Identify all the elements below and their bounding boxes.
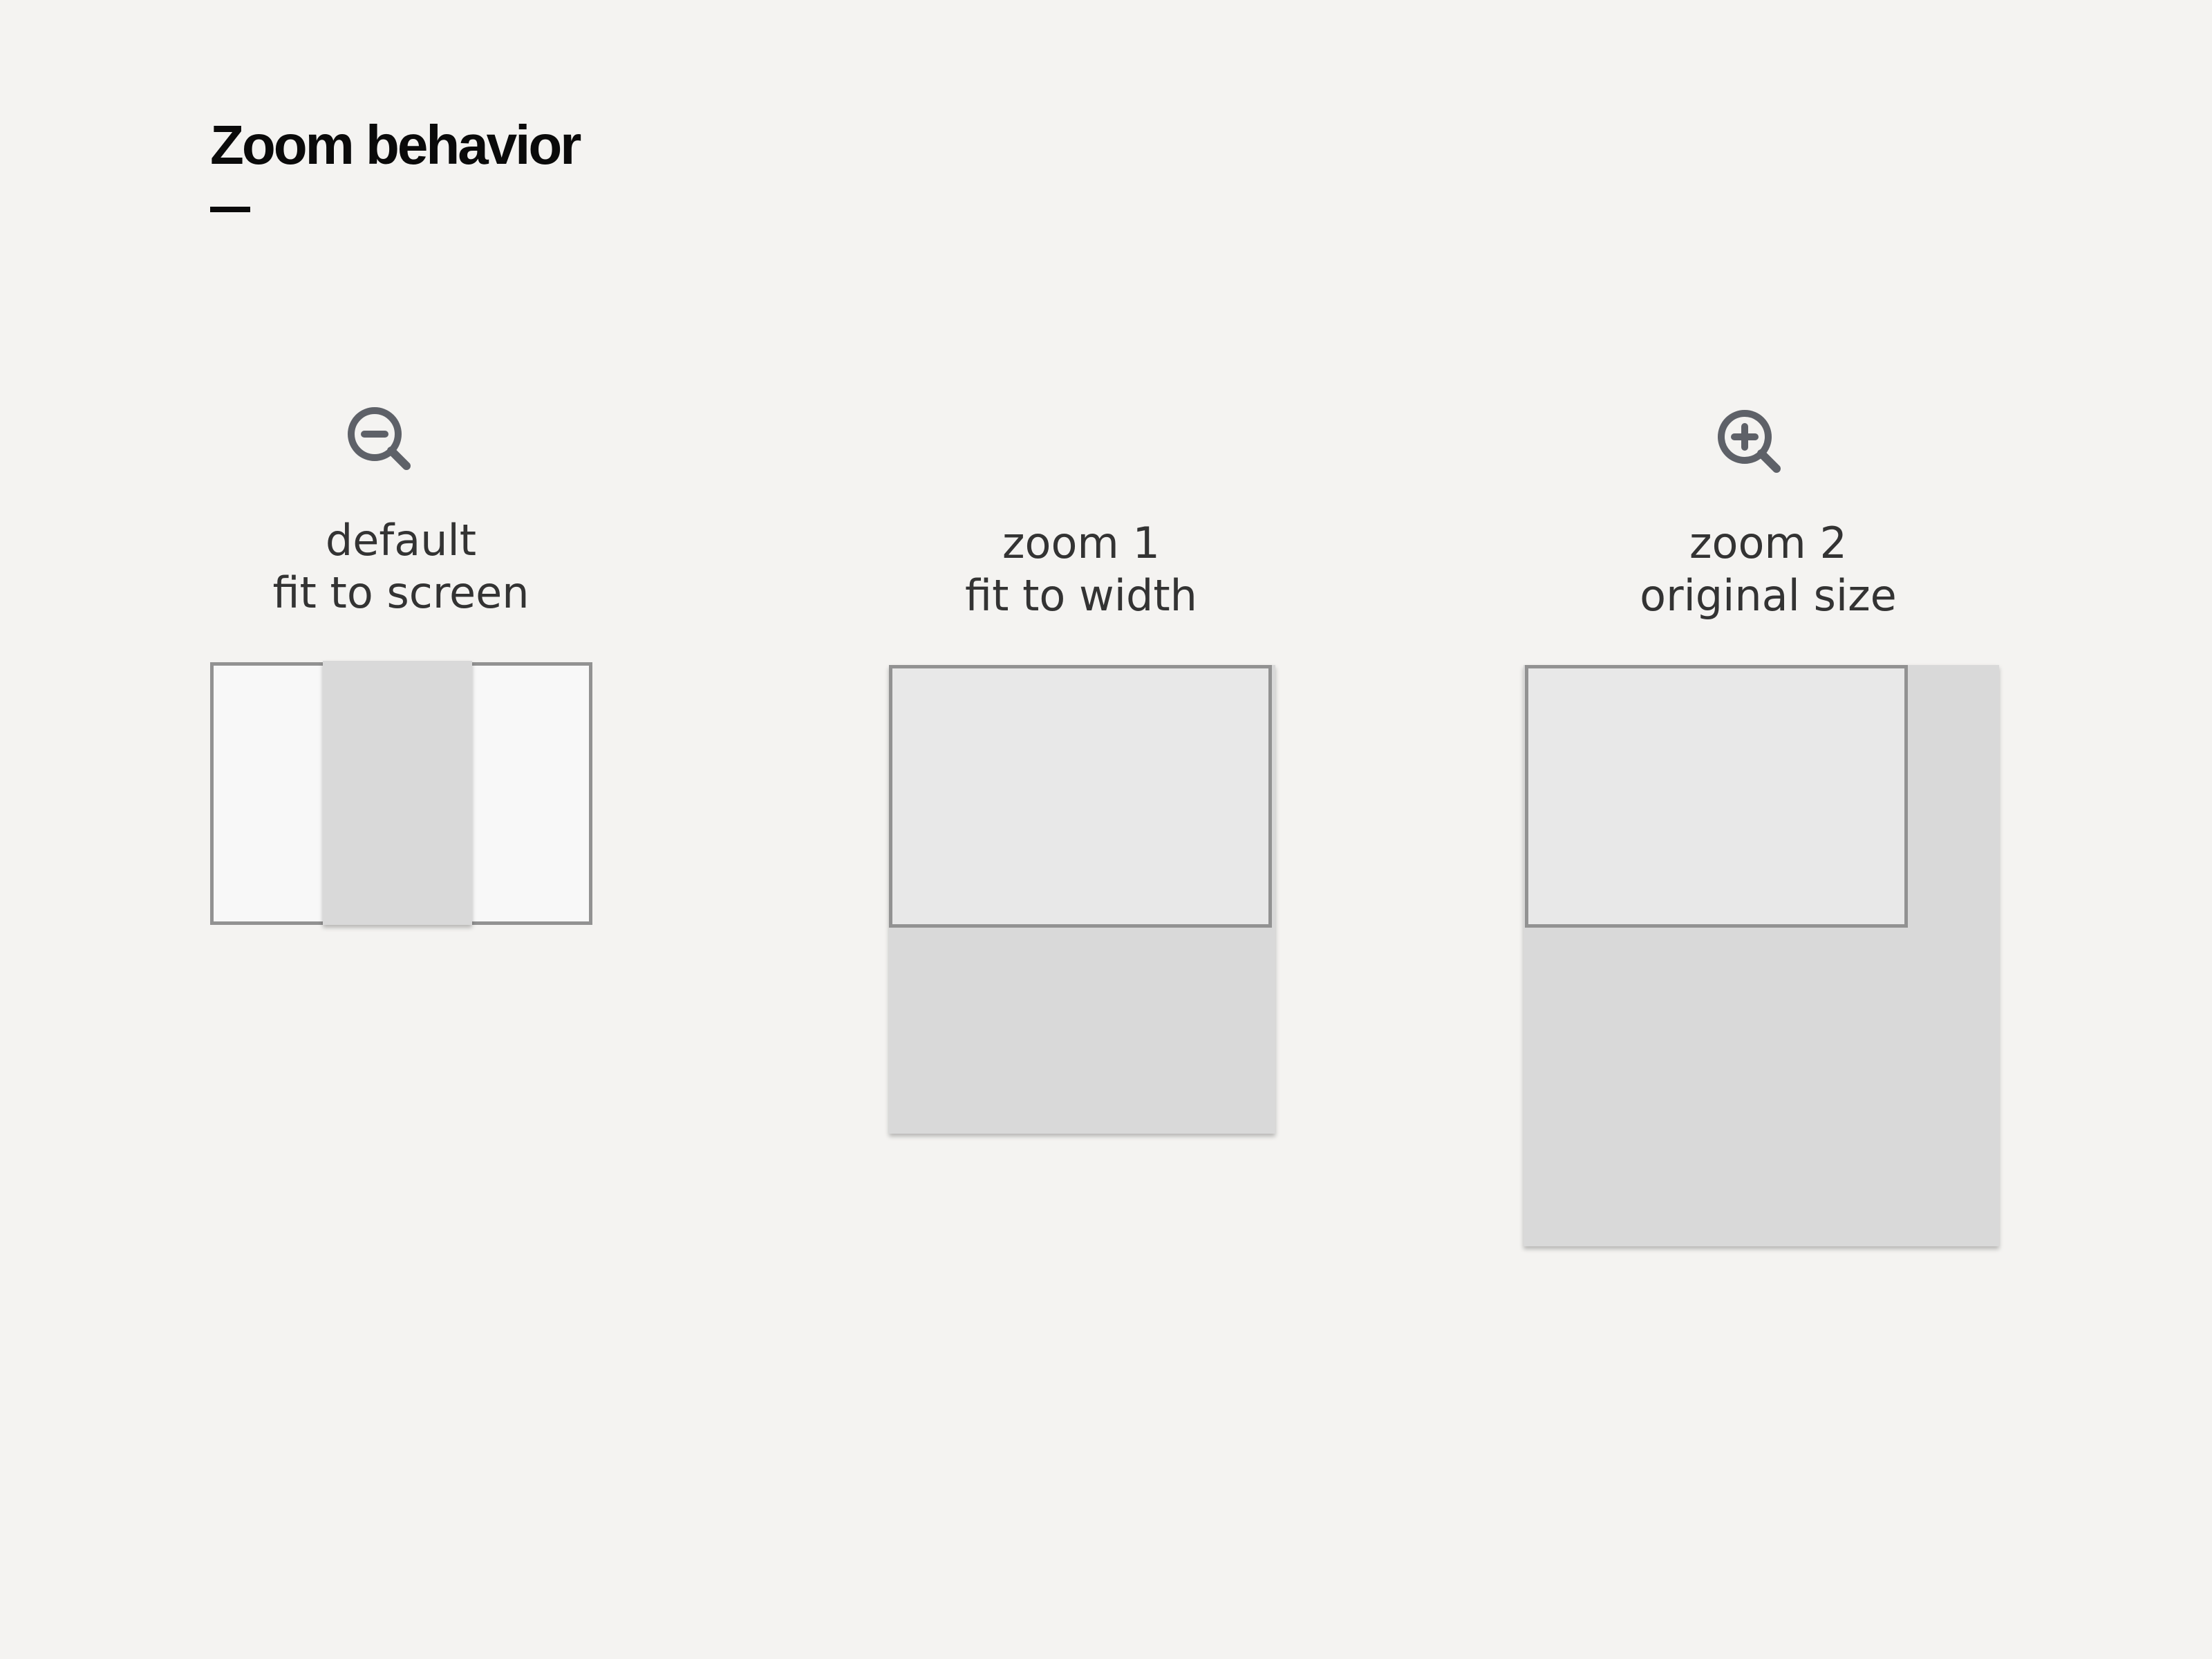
mode-label-line1: zoom 1: [1002, 518, 1160, 568]
mode-label-line2: fit to width: [965, 570, 1197, 621]
screen-frame-zoom1: [889, 665, 1272, 928]
zoom-out-icon[interactable]: [339, 398, 422, 481]
zoom-in-icon[interactable]: [1709, 401, 1792, 484]
mode-label-zoom1: zoom 1 fit to width: [874, 517, 1288, 622]
page-title: Zoom behavior: [210, 114, 581, 176]
mode-label-line1: zoom 2: [1689, 518, 1847, 568]
mode-label-line2: original size: [1640, 570, 1897, 621]
mode-label-zoom2: zoom 2 original size: [1561, 517, 1976, 622]
title-underline-dash: [210, 207, 250, 212]
mode-label-line2: fit to screen: [272, 568, 529, 618]
mode-label-default: default fit to screen: [194, 514, 608, 619]
screen-frame-zoom2: [1525, 665, 1908, 928]
image-content-default: [323, 661, 472, 925]
mode-label-line1: default: [325, 515, 477, 565]
